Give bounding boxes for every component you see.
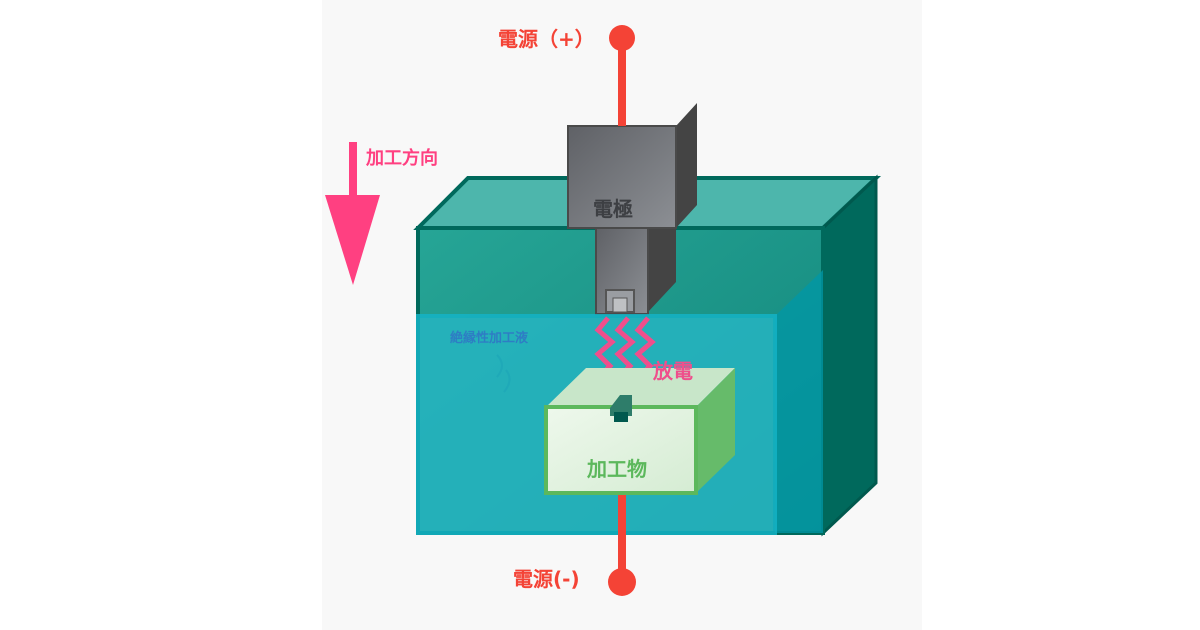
- label-fluid: 絶縁性加工液: [449, 330, 528, 346]
- workpiece: [544, 368, 735, 495]
- power-wire-plus: [609, 25, 635, 126]
- label-direction: 加工方向: [365, 147, 438, 169]
- electrode: [567, 103, 697, 315]
- label-electrode: 電極: [593, 197, 633, 221]
- direction-arrow-icon: [325, 142, 380, 285]
- label-discharge: 放電: [652, 359, 693, 383]
- power-wire-minus: [608, 495, 636, 596]
- label-power-plus: 電源（+）: [498, 27, 595, 51]
- label-workpiece: 加工物: [586, 457, 647, 481]
- label-power-minus: 電源(-): [513, 567, 580, 591]
